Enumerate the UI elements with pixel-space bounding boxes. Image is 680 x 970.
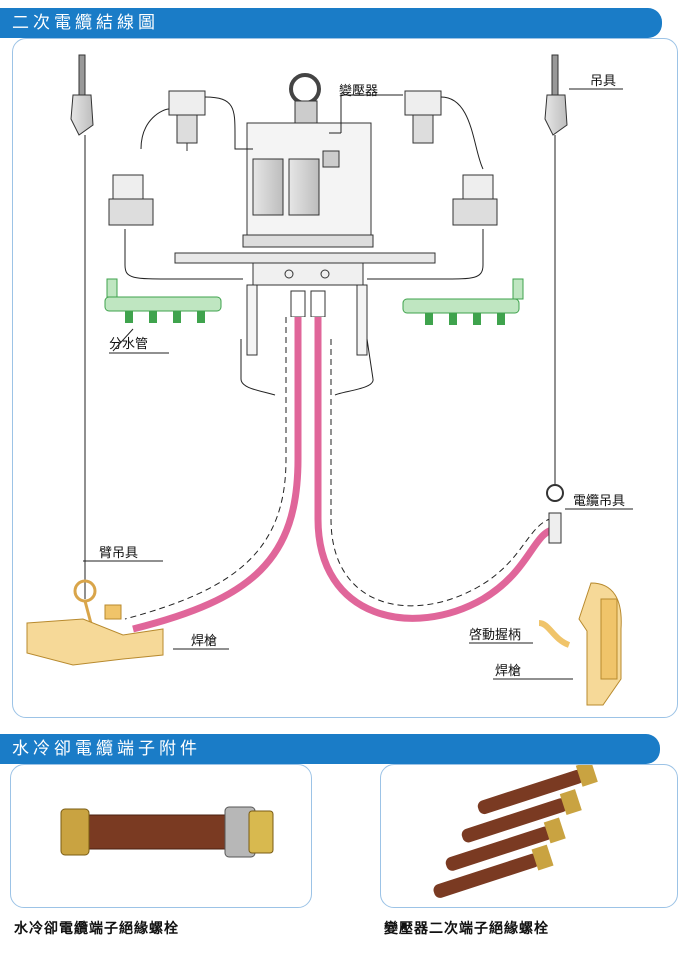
start-handle (469, 620, 571, 648)
bolt-photo-left (10, 764, 312, 908)
air-hoses (124, 96, 484, 280)
manifold-leader (112, 328, 134, 352)
left-caption: 水冷卻電纜端子絕緣螺栓 (14, 921, 179, 937)
manifold-label: 分水管 (109, 337, 148, 352)
gun-left-label: 焊槍 (191, 633, 217, 649)
right-ceiling-hanger (544, 54, 623, 451)
arm-hanger-label: 臂吊具 (99, 546, 138, 561)
right-water-manifold (402, 278, 524, 325)
hanger-label: 吊具 (590, 74, 616, 89)
diagram-section-header: 二次電纜結線圖 (0, 8, 662, 38)
left-air-valve (108, 90, 206, 226)
right-air-valve (404, 90, 498, 226)
secondary-cables (124, 317, 562, 637)
left-water-manifold (104, 278, 222, 323)
accessories-section-header: 水冷卻電纜端子附件 (0, 734, 660, 764)
water-cooled-bolt-image (60, 806, 274, 858)
start-handle-label: 啓動握柄 (469, 628, 521, 643)
cable-hanger-label: 電纜吊具 (573, 493, 625, 509)
left-ceiling-hanger (70, 54, 94, 599)
accessories-section-title: 水冷卻電纜端子附件 (12, 739, 201, 759)
transformer (174, 73, 436, 356)
wiring-diagram-panel: 變壓器 吊具 分水管 電纜吊具 臂吊具 焊槍 啓動握柄 焊槍 (12, 38, 678, 718)
welding-gun-left (26, 604, 229, 666)
transformer-bolts-image (433, 765, 598, 898)
transformer-label: 變壓器 (339, 83, 378, 99)
diagram-section-title: 二次電纜結線圖 (12, 13, 159, 33)
bolt-photo-right (380, 764, 678, 908)
cable-hanger (546, 451, 633, 544)
gun-right-label: 焊槍 (495, 663, 521, 679)
welding-gun-right (493, 582, 622, 706)
right-caption: 變壓器二次端子絕緣螺栓 (384, 921, 549, 937)
wiring-diagram: 變壓器 吊具 分水管 電纜吊具 臂吊具 焊槍 啓動握柄 焊槍 (26, 54, 633, 706)
